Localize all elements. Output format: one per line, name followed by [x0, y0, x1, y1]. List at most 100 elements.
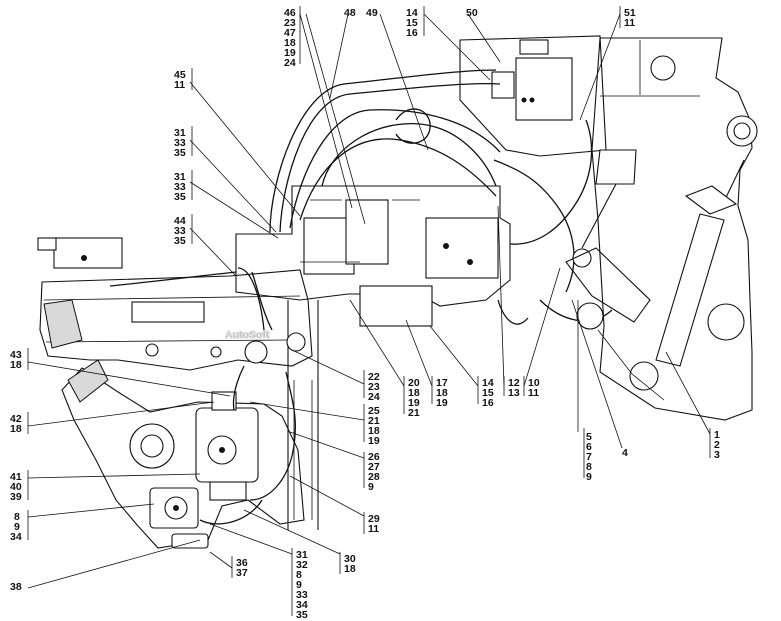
callout-14-mid-line-1: 15 — [482, 387, 494, 399]
callout-31-c-line-6: 35 — [296, 609, 308, 621]
callout-25-line-0: 25 — [368, 405, 380, 417]
callout-5: 5 6 7 8 9 — [583, 428, 592, 483]
callout-31-c-line-1: 32 — [296, 559, 308, 571]
callout-46-line-1: 23 — [284, 17, 296, 29]
callout-4-line-0: 4 — [622, 447, 628, 459]
callout-51: 51 11 — [619, 6, 636, 29]
callout-25: 25 21 18 19 — [363, 404, 380, 447]
callout-46-line-4: 19 — [284, 47, 296, 59]
callout-41: 41 40 39 — [10, 470, 29, 503]
callout-41-line-2: 39 — [10, 491, 22, 503]
callout-43: 43 18 — [10, 348, 29, 371]
callout-14-top-line-2: 16 — [406, 27, 418, 39]
callout-31-b-line-0: 31 — [174, 171, 186, 183]
central-pump-icon — [195, 391, 259, 501]
callout-49-line-0: 49 — [366, 7, 378, 19]
callout-5-line-2: 7 — [586, 451, 592, 463]
callout-8-left-line-0: 8 — [14, 511, 20, 523]
callout-17: 17 18 19 — [431, 376, 448, 409]
valve-block-icon — [37, 237, 123, 269]
callout-46-line-0: 46 — [284, 7, 296, 19]
callout-8-left-line-2: 34 — [10, 531, 22, 543]
callout-17-line-2: 19 — [436, 397, 448, 409]
callout-29: 29 11 — [363, 512, 380, 535]
callout-5-line-4: 9 — [586, 471, 592, 483]
callout-46-line-2: 47 — [284, 27, 296, 39]
callout-45: 45 11 — [174, 68, 193, 91]
callout-25-line-1: 21 — [368, 415, 380, 427]
callout-44-line-1: 33 — [174, 225, 186, 237]
callout-26-line-0: 26 — [368, 451, 380, 463]
callout-49: 49 — [366, 7, 378, 19]
callout-17-line-1: 18 — [436, 387, 448, 399]
callout-41-line-0: 41 — [10, 471, 22, 483]
lower-housing — [61, 359, 305, 549]
callout-20: 20 18 19 21 — [403, 376, 420, 419]
callout-12: 12 13 — [503, 376, 520, 399]
callout-30: 30 18 — [339, 552, 356, 575]
callout-29-line-0: 29 — [368, 513, 380, 525]
callout-22: 22 23 24 — [363, 370, 380, 403]
callout-48: 48 — [344, 7, 356, 19]
callout-22-line-2: 24 — [368, 391, 380, 403]
callout-14-mid: 14 15 16 — [477, 376, 494, 409]
callout-1-line-1: 2 — [714, 439, 720, 451]
callout-1-line-0: 1 — [714, 429, 720, 441]
callout-5-line-1: 6 — [586, 441, 592, 453]
callout-25-line-2: 18 — [368, 425, 380, 437]
callout-31-b-line-2: 35 — [174, 191, 186, 203]
callout-25-line-3: 19 — [368, 435, 380, 447]
callout-1-line-2: 3 — [714, 449, 720, 461]
callout-51-line-1: 11 — [624, 17, 635, 29]
hose-bundle — [109, 69, 613, 525]
callout-46: 46 23 47 18 19 24 — [284, 6, 301, 69]
callout-29-line-1: 11 — [368, 523, 379, 535]
frame-plate-right — [591, 37, 758, 421]
callout-43-line-1: 18 — [10, 359, 22, 371]
callout-12-line-0: 12 — [508, 377, 520, 389]
callout-36-line-1: 37 — [236, 567, 248, 579]
callout-48-line-0: 48 — [344, 7, 356, 19]
callout-38: 38 — [10, 581, 22, 593]
callout-44-line-2: 35 — [174, 235, 186, 247]
callout-51-line-0: 51 — [624, 7, 636, 19]
callout-14-top-line-0: 14 — [406, 7, 418, 19]
callout-14-mid-line-2: 16 — [482, 397, 494, 409]
callout-31-b: 31 33 35 — [174, 170, 193, 203]
small-pump-icon — [149, 487, 209, 549]
callout-20-line-2: 19 — [408, 397, 420, 409]
callout-31-c-line-4: 33 — [296, 589, 308, 601]
callout-31-a-line-0: 31 — [174, 127, 186, 139]
callout-43-line-0: 43 — [10, 349, 22, 361]
leader-lines — [27, 13, 711, 589]
callout-20-line-3: 21 — [408, 407, 420, 419]
left-arm-assembly — [565, 247, 665, 401]
callout-14-mid-line-0: 14 — [482, 377, 494, 389]
callout-22-line-0: 22 — [368, 371, 380, 383]
callout-30-line-0: 30 — [344, 553, 356, 565]
callout-31-c-line-2: 8 — [296, 569, 302, 581]
callout-5-line-3: 8 — [586, 461, 592, 473]
callout-10: 10 11 — [523, 376, 540, 399]
callout-31-b-line-1: 33 — [174, 181, 186, 193]
callout-45-line-1: 11 — [174, 79, 185, 91]
callout-42-line-0: 42 — [10, 413, 22, 425]
callout-22-line-1: 23 — [368, 381, 380, 393]
main-valve-bank — [235, 185, 511, 352]
callout-42-line-1: 18 — [10, 423, 22, 435]
callout-12-line-1: 13 — [508, 387, 520, 399]
callout-4: 4 — [622, 447, 628, 459]
callout-31-a-line-1: 33 — [174, 137, 186, 149]
callout-36-line-0: 36 — [236, 557, 248, 569]
callout-44-line-0: 44 — [174, 215, 186, 227]
hydraulic-cylinder-icon — [572, 149, 745, 391]
callout-41-line-1: 40 — [10, 481, 22, 493]
callout-38-line-0: 38 — [10, 581, 22, 593]
callout-31-a-line-2: 35 — [174, 147, 186, 159]
callout-10-line-1: 11 — [528, 387, 539, 399]
callout-26-line-2: 28 — [368, 471, 380, 483]
callout-30-line-1: 18 — [344, 563, 356, 575]
callout-46-line-3: 18 — [284, 37, 296, 49]
main-frame-body — [39, 269, 313, 371]
